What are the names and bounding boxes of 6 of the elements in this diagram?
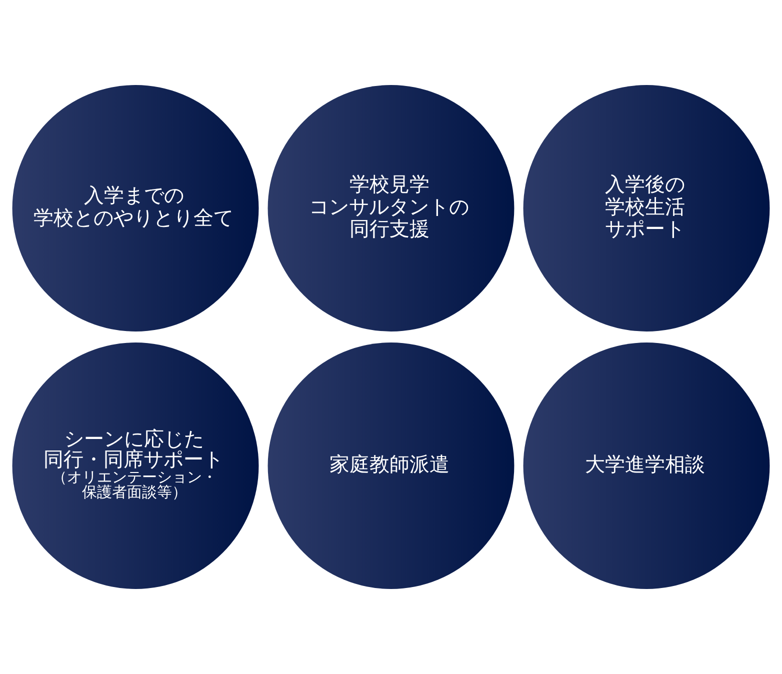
node-circle: 家庭教師派遣 (268, 342, 514, 589)
node-circle: シーンに応じた同行・同席サポート （オリエンテーション・保護者面談等） (12, 342, 259, 589)
node-circle: 入学までの学校とのやりとり全て (12, 85, 259, 332)
node-circle: 入学後の学校生活サポート (523, 85, 770, 332)
node-circle: 学校見学コンサルタントの同行支援 (268, 85, 514, 332)
node-circle: 大学進学相談 (523, 342, 770, 589)
